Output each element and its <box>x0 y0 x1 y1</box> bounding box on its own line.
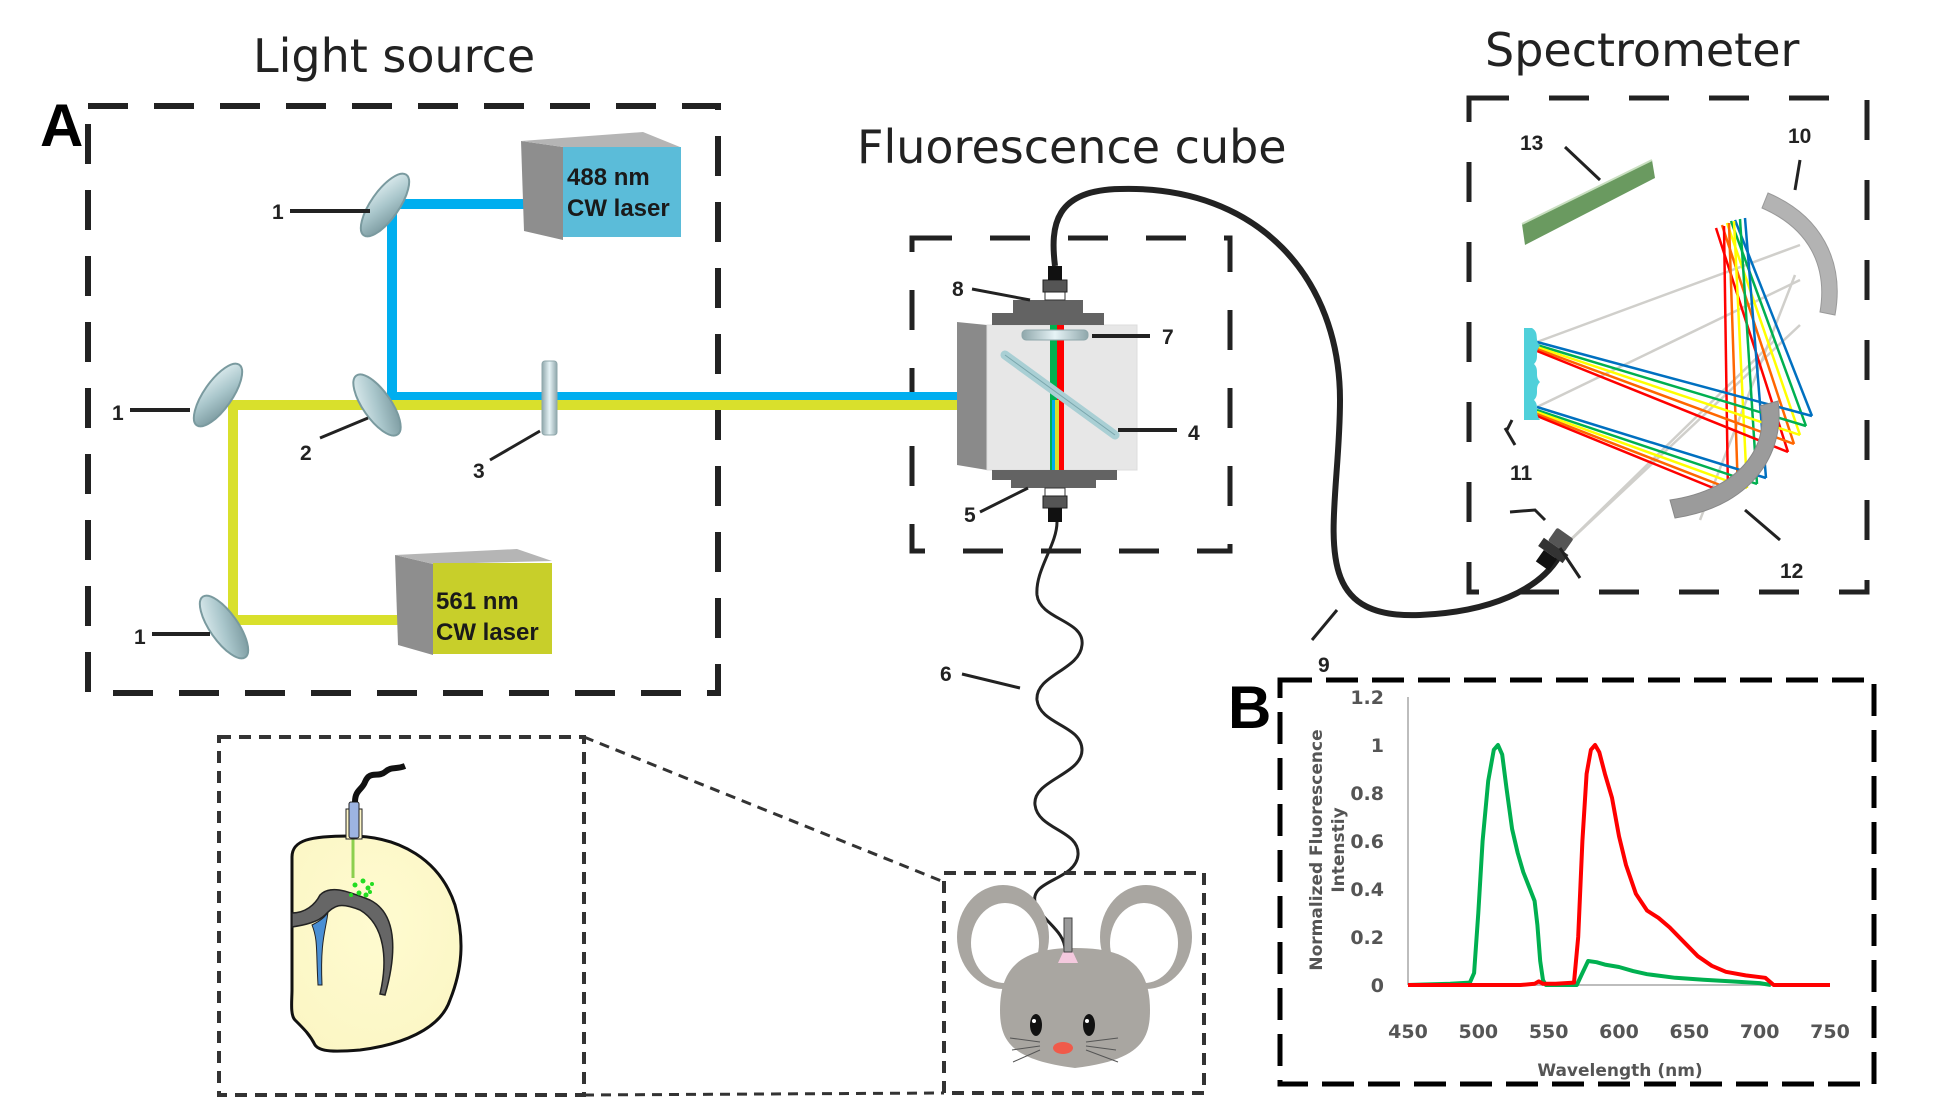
brain-inset-box <box>217 735 586 1097</box>
callout-7: 7 <box>1162 326 1174 349</box>
callout-8: 8 <box>952 278 964 301</box>
y-tick-label: 0.4 <box>1350 879 1384 901</box>
callout-10: 10 <box>1788 125 1811 148</box>
laser-488-label-line1: 488 nm <box>567 164 650 191</box>
dichroic-mirror-source <box>352 373 402 437</box>
laser-488-label-line2: CW laser <box>567 195 670 222</box>
series-line-green <box>1407 743 1772 987</box>
detector <box>1522 160 1655 245</box>
mouse-head <box>957 885 1192 1068</box>
x-tick-label: 650 <box>1669 1021 1709 1043</box>
y-axis-title-line2: Intenstiy <box>1329 807 1349 892</box>
laser-561: 561 nm CW laser <box>395 549 552 655</box>
light-source-box <box>85 103 721 696</box>
zoom-connector-bottom <box>583 1091 945 1097</box>
callout-1-bottom: 1 <box>134 626 146 649</box>
y-tick-label: 0 <box>1371 975 1384 997</box>
y-tick-label: 1.2 <box>1350 687 1384 709</box>
chart-box <box>1277 677 1877 1087</box>
spectrometer-box <box>1466 95 1870 595</box>
mouse-inset-box <box>942 871 1206 1095</box>
spectrometer-title: Spectrometer <box>1485 23 1800 77</box>
spectrometer-optics <box>1521 159 1838 571</box>
yellow-beam <box>228 400 1048 625</box>
x-tick-label: 550 <box>1529 1021 1569 1043</box>
filter-source <box>541 360 558 436</box>
beam-paths <box>228 199 1050 625</box>
fluorescence-cube <box>957 266 1138 522</box>
x-tick-label: 500 <box>1458 1021 1498 1043</box>
brain-section <box>290 763 463 1053</box>
callout-13: 13 <box>1520 132 1543 155</box>
fiber-to-spectrometer <box>1050 185 1563 619</box>
mirror-bottom <box>198 594 250 660</box>
spectrometer-fiber-connector <box>1535 528 1573 571</box>
mirror-top <box>359 172 411 238</box>
x-tick-label: 750 <box>1810 1021 1850 1043</box>
laser-561-label-line1: 561 nm <box>436 588 519 615</box>
callout-11: 11 <box>1510 462 1533 485</box>
patch-fiber <box>1033 521 1084 951</box>
y-tick-label: 0.6 <box>1350 831 1384 853</box>
zoom-connector-top <box>583 735 945 884</box>
x-tick-label: 600 <box>1599 1021 1639 1043</box>
callout-4: 4 <box>1188 422 1200 445</box>
panel-a-label: A <box>40 92 83 159</box>
callout-5: 5 <box>964 504 976 527</box>
y-tick-label: 1 <box>1371 735 1384 757</box>
panel-b-label: B <box>1228 674 1271 741</box>
x-tick-label: 450 <box>1388 1021 1428 1043</box>
y-tick-label: 0.2 <box>1350 927 1384 949</box>
callout-1-top: 1 <box>272 201 284 224</box>
y-tick-label: 0.8 <box>1350 783 1384 805</box>
callout-1-mid: 1 <box>112 402 124 425</box>
light-source-title: Light source <box>253 29 535 83</box>
blue-beam <box>387 199 1050 402</box>
callout-3: 3 <box>473 460 485 483</box>
callout-9: 9 <box>1318 654 1330 677</box>
series-line-red <box>1408 743 1830 987</box>
fluorescence-cube-title: Fluorescence cube <box>857 120 1287 174</box>
laser-488: 488 nm CW laser <box>521 132 681 240</box>
y-axis-title-line1: Normalized Fluorescence <box>1307 729 1327 970</box>
focusing-mirror <box>1669 400 1780 519</box>
diffraction-grating <box>1524 328 1540 420</box>
mirror-mid <box>192 362 244 428</box>
callout-6: 6 <box>940 663 952 686</box>
callout-12: 12 <box>1780 560 1803 583</box>
laser-561-label-line2: CW laser <box>436 619 539 646</box>
collimating-mirror <box>1761 192 1838 316</box>
x-tick-label: 700 <box>1740 1021 1780 1043</box>
callout-2: 2 <box>300 442 312 465</box>
x-axis-title: Wavelength (nm) <box>1537 1061 1702 1081</box>
